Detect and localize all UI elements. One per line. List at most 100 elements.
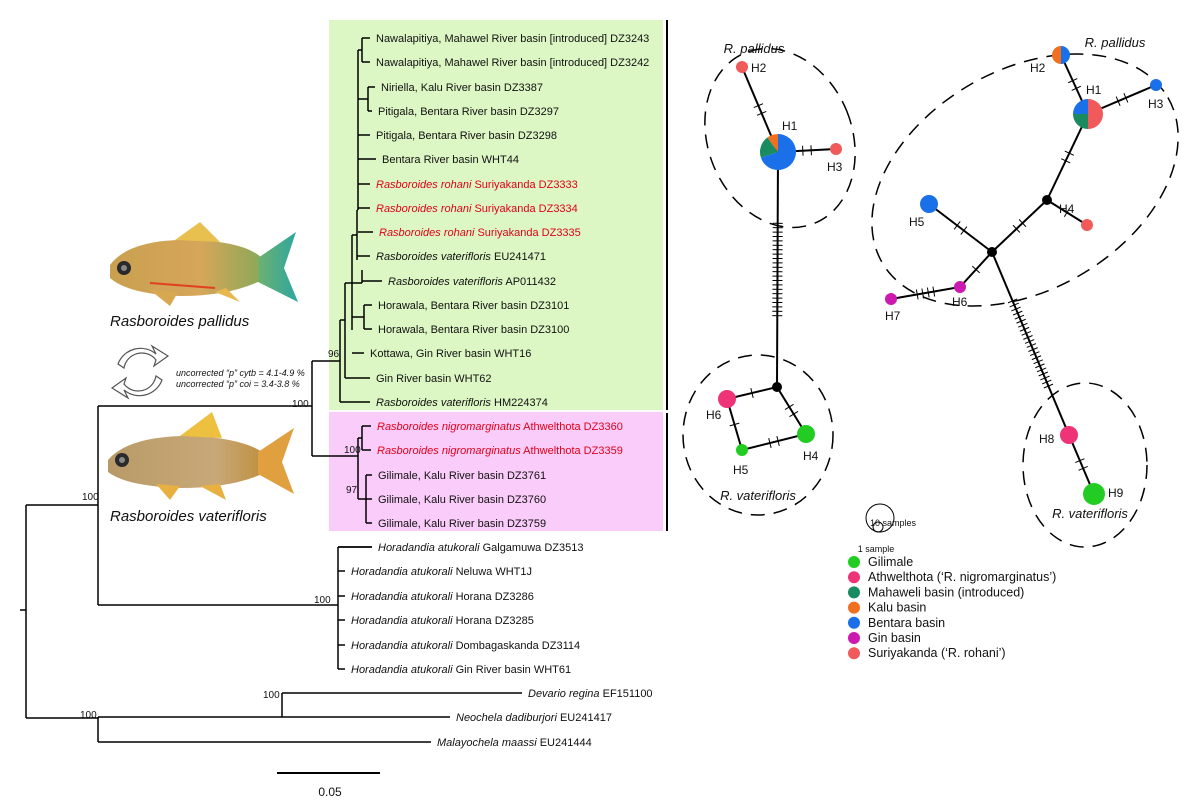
legend-item: Suriyakanda (‘R. rohani’) [848, 646, 1006, 660]
haplotype-label: H8 [1039, 432, 1055, 446]
svg-text:10 samples: 10 samples [870, 518, 917, 528]
taxon-label: Niriella, Kalu River basin DZ3387 [381, 82, 543, 94]
legend-swatch [848, 556, 860, 568]
taxon-label: Horadandia atukorali Dombagaskanda DZ311… [351, 640, 580, 652]
legend-item: Kalu basin [848, 601, 926, 615]
haplotype-label: H3 [1148, 97, 1164, 111]
distance-coi: uncorrected “p” coi = 3.4-3.8 % [176, 379, 300, 389]
haplotype-label: H2 [1030, 61, 1046, 75]
legend-swatch [848, 571, 860, 584]
taxon-label: Rasboroides vaterifloris HM224374 [376, 397, 548, 409]
legend-label: Bentara basin [868, 616, 945, 630]
vaterifloris-clade-box [329, 412, 663, 531]
scale-bar-label: 0.05 [318, 785, 342, 799]
haplotype-label: H1 [1086, 83, 1102, 97]
taxon-label: Neochela dadiburjori EU241417 [456, 712, 612, 724]
legend-label: Athwelthota (‘R. nigromarginatus’) [868, 570, 1056, 584]
taxon-label: Bentara River basin WHT44 [382, 154, 519, 166]
support-value: 100 [80, 710, 97, 721]
haplotype-node [830, 143, 842, 155]
fish-pallidus-image [110, 222, 298, 306]
haplotype-label: H3 [827, 160, 843, 174]
taxon-labels: Nawalapitiya, Mahawel River basin [intro… [351, 33, 653, 749]
support-value: 100 [344, 445, 361, 456]
taxon-label: Kottawa, Gin River basin WHT16 [370, 348, 531, 360]
haplotype-node [736, 444, 748, 456]
taxon-label: Horadandia atukorali Gin River basin WHT… [351, 664, 571, 676]
legend-label: Gilimale [868, 555, 913, 569]
support-value: 100 [292, 399, 309, 410]
haplotype-node [885, 293, 897, 305]
fish-vaterifloris-image [108, 412, 294, 500]
haplotype-label: H6 [952, 295, 968, 309]
haplotype-label: H1 [782, 119, 798, 133]
haplotype-label: H6 [706, 408, 722, 422]
taxon-label: Gilimale, Kalu River basin DZ3760 [378, 494, 546, 506]
taxon-label: Rasboroides rohani Suriyakanda DZ3335 [379, 227, 581, 239]
legend-swatch [848, 616, 860, 629]
haplotype-node [954, 281, 966, 293]
legend-label: Suriyakanda (‘R. rohani’) [868, 646, 1006, 660]
legend-swatch [848, 586, 860, 599]
taxon-label: Rasboroides vaterifloris AP011432 [388, 276, 556, 288]
taxon-label: Rasboroides nigromarginatus Athwelthota … [377, 421, 623, 433]
haplotype-label: H5 [909, 215, 925, 229]
legend-swatch [848, 632, 860, 644]
legend-label: Kalu basin [868, 601, 926, 615]
taxon-label: Gilimale, Kalu River basin DZ3759 [378, 518, 546, 530]
fish-pallidus-label: Rasboroides pallidus [110, 313, 250, 330]
legend-label: Gin basin [868, 631, 921, 645]
legend-item: Bentara basin [848, 616, 945, 630]
legend-item: Athwelthota (‘R. nigromarginatus’) [848, 570, 1056, 584]
left-network-group-bottom: R. vaterifloris [720, 488, 796, 503]
haplotype-node [760, 133, 796, 171]
right-network-group-top: R. pallidus [1085, 35, 1146, 50]
taxon-label: Pitigala, Bentara River basin DZ3298 [376, 130, 557, 142]
tree-branches [20, 37, 522, 743]
haplotype-label: H5 [733, 463, 749, 477]
taxon-label: Rasboroides rohani Suriyakanda DZ3334 [376, 203, 578, 215]
haplotype-node [1073, 99, 1103, 129]
right-haplotype-network: R. pallidus R. vaterifloris H2H1H3H4H5H6… [871, 35, 1179, 548]
support-value: 97 [346, 485, 358, 496]
pallidus-clade-box [329, 20, 663, 410]
haplotype-node [1052, 46, 1070, 64]
taxon-label: Rasboroides vaterifloris EU241471 [376, 251, 546, 263]
distance-cytb: uncorrected “p” cytb = 4.1-4.9 % [176, 368, 305, 378]
taxon-label: Horadandia atukorali Horana DZ3285 [351, 615, 534, 627]
haplotype-label: H4 [803, 449, 819, 463]
haplotype-node [797, 425, 815, 443]
support-value: 100 [263, 690, 280, 701]
taxon-label: Devario regina EF151100 [528, 688, 653, 700]
taxon-label: Nawalapitiya, Mahawel River basin [intro… [376, 57, 649, 69]
svg-text:1 sample: 1 sample [858, 544, 895, 554]
haplotype-node [736, 61, 748, 73]
size-legend: 10 samples 1 sample [858, 503, 917, 554]
haplotype-label: H4 [1059, 202, 1075, 216]
taxon-label: Nawalapitiya, Mahawel River basin [intro… [376, 33, 649, 45]
refresh-arrows-icon [110, 344, 170, 400]
taxon-label: Horawala, Bentara River basin DZ3101 [378, 300, 569, 312]
taxon-label: Rasboroides nigromarginatus Athwelthota … [377, 445, 623, 457]
taxon-label: Gin River basin WHT62 [376, 373, 492, 385]
legend-swatch [848, 647, 860, 660]
haplotype-node [718, 390, 736, 408]
haplotype-node [1083, 483, 1105, 505]
haplotype-node [920, 195, 938, 213]
haplotype-node [1150, 79, 1162, 91]
legend-item: Gin basin [848, 631, 921, 645]
right-network-group-bottom: R. vaterifloris [1052, 506, 1128, 521]
haplotype-node [1081, 219, 1093, 231]
fish-vaterifloris-label: Rasboroides vaterifloris [110, 508, 267, 525]
left-network-group-top: R. pallidus [724, 41, 785, 56]
legend-label: Mahaweli basin (introduced) [868, 585, 1024, 599]
taxon-label: Horadandia atukorali Galgamuwa DZ3513 [378, 542, 583, 554]
haplotype-label: H7 [885, 309, 901, 323]
taxon-label: Gilimale, Kalu River basin DZ3761 [378, 470, 546, 482]
taxon-label: Horawala, Bentara River basin DZ3100 [378, 324, 569, 336]
legend-swatch [848, 601, 860, 614]
legend-item: Gilimale [848, 555, 913, 569]
